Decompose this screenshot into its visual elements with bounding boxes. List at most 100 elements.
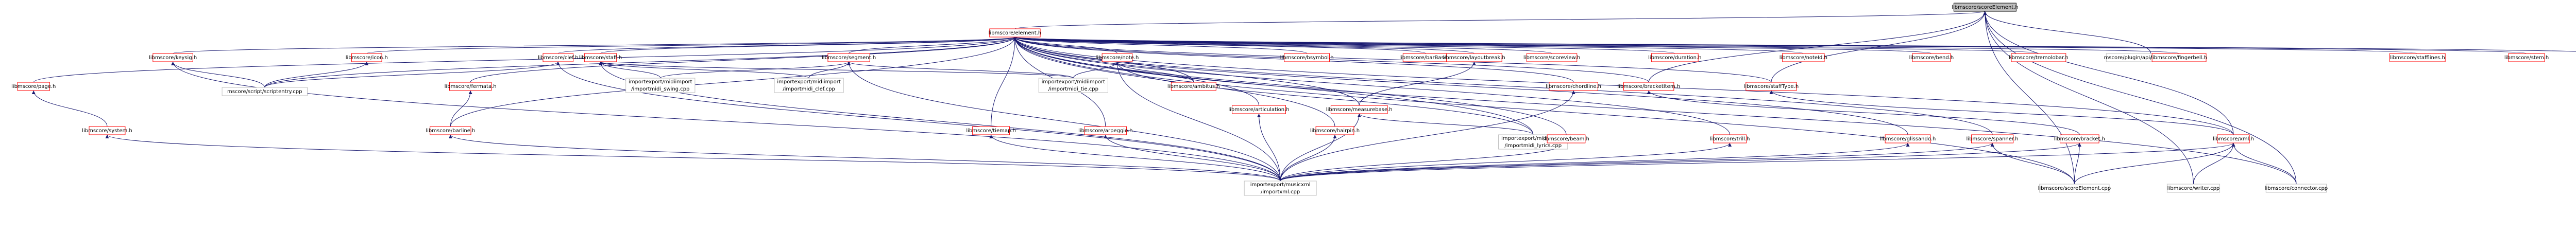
node-bracket[interactable]: libmscore/bracket.h	[2054, 134, 2105, 143]
node-importmidi-tie[interactable]: importexport/midiimport/importmidi_tie.c…	[1038, 78, 1108, 93]
node-label: /importmidi_lyrics.cpp	[1504, 143, 1562, 149]
node-stafftype[interactable]: libmscore/staffType.h	[1744, 82, 1799, 91]
edge-importxml-to-keysig	[171, 61, 1281, 182]
node-keysig[interactable]: libmscore/keysig.h	[149, 53, 197, 62]
node-fingerbell[interactable]: libmscore/fingerbell.h	[2151, 53, 2207, 62]
node-label: libmscore/system.h	[82, 128, 132, 134]
edge-system-to-page	[31, 90, 108, 127]
node-icon[interactable]: libmscore/icon.h	[346, 53, 388, 62]
node-bsymbol[interactable]: libmscore/bsymbol.h	[1280, 53, 1334, 62]
node-bend[interactable]: libmscore/bend.h	[1909, 53, 1954, 62]
edge-fermata-to-element	[470, 37, 1017, 83]
node-ambitus[interactable]: libmscore/ambitus.h	[1167, 82, 1220, 91]
node-fermata[interactable]: libmscore/fermata.h	[445, 82, 497, 91]
node-tremolobar[interactable]: libmscore/tremolobar.h	[2009, 53, 2069, 62]
node-duration[interactable]: libmscore/duration.h	[1648, 53, 1702, 62]
node-tiemap[interactable]: libmscore/tiemap.h	[966, 126, 1016, 135]
node-scoreview[interactable]: libmscore/scoreview.h	[1523, 53, 1580, 62]
node-box	[1038, 78, 1108, 93]
node-noteid[interactable]: libmscore/noteId.h	[1780, 53, 1827, 62]
node-label: libmscore/scoreElement.h	[1952, 5, 2019, 10]
node-glissando[interactable]: libmscore/glissando.h	[1880, 134, 1936, 143]
file-nodes: libmscore/scoreElement.h libmscore/elemen…	[11, 3, 2549, 196]
node-label: libmscore/bracketItem.h	[1617, 84, 1680, 89]
node-box	[152, 53, 193, 62]
node-articulation[interactable]: libmscore/articulation.h	[1228, 105, 1290, 114]
node-box	[2265, 184, 2327, 193]
edge-importxml-to-glissando	[1280, 142, 1910, 182]
node-label: importexport/midiimport	[629, 79, 692, 85]
node-hairpin[interactable]: libmscore/hairpin.h	[1310, 126, 1360, 135]
node-box	[1549, 82, 1598, 91]
node-measurebase[interactable]: libmscore/measurebase.h	[1326, 105, 1393, 114]
node-clef[interactable]: libmscore/clef.h	[538, 53, 579, 62]
node-box	[1244, 181, 1317, 196]
node-box	[2039, 184, 2110, 193]
node-bracketitem[interactable]: libmscore/bracketItem.h	[1617, 82, 1680, 91]
node-chordline[interactable]: libmscore/chordline.h	[1546, 82, 1601, 91]
node-label: libmscore/ambitus.h	[1167, 84, 1220, 89]
node-box	[1284, 53, 1330, 62]
node-label: libmscore/beam.h	[1543, 136, 1589, 142]
node-stem[interactable]: libmscore/stem.h	[2504, 53, 2549, 62]
edge-stafftype-to-root	[1771, 11, 1987, 83]
node-spanner[interactable]: libmscore/spanner.h	[1967, 134, 2019, 143]
node-box	[2059, 134, 2099, 143]
node-label: libmscore/articulation.h	[1228, 107, 1289, 113]
node-system[interactable]: libmscore/system.h	[82, 126, 132, 135]
edge-icon-to-element	[366, 37, 1016, 54]
node-mscore-scriptentry[interactable]: mscore/script/scriptentry.cpp	[222, 87, 308, 96]
edge-importxml-to-bracket	[1280, 142, 2081, 182]
edge-ptrscore-to-root	[1983, 11, 2151, 54]
edge-importxml-to-system	[105, 134, 1281, 182]
node-label: libmscore/stem.h	[2504, 55, 2549, 61]
node-note[interactable]: libmscore/note.h	[1095, 53, 1139, 62]
node-importmidi-swing[interactable]: importexport/midiimport/importmidi_swing…	[625, 78, 696, 93]
edge-noteid-to-element	[1013, 37, 1804, 54]
node-importxml[interactable]: importexport/musicxml/importxml.cpp	[1244, 181, 1317, 196]
node-staff[interactable]: libmscore/staff.h	[579, 53, 622, 62]
node-arpeggio[interactable]: libmscore/arpeggio.h	[1078, 126, 1133, 135]
node-box	[2217, 134, 2250, 143]
edge-clef-to-element	[557, 37, 1017, 54]
node-box	[1547, 134, 1586, 143]
node-page[interactable]: libmscore/page.h	[11, 82, 56, 91]
node-box	[774, 78, 844, 93]
node-layoutbreak[interactable]: libmscore/layoutbreak.h	[1443, 53, 1505, 62]
node-box	[2389, 53, 2446, 62]
node-box	[2151, 53, 2207, 62]
node-root[interactable]: libmscore/scoreElement.h	[1952, 3, 2019, 12]
edge-mscore-scriptentry-to-icon	[264, 61, 369, 88]
node-box	[1651, 53, 1699, 62]
node-box	[89, 126, 126, 135]
node-importmidi-clef[interactable]: importexport/midiimport/importmidi_clef.…	[774, 78, 844, 93]
node-writer[interactable]: libmscore/writer.cpp	[2166, 184, 2221, 193]
node-element[interactable]: libmscore/element.h	[989, 28, 1042, 38]
node-label: libmscore/noteId.h	[1780, 55, 1827, 61]
node-xml[interactable]: libmscore/xml.h	[2213, 134, 2254, 143]
edge-connector-to-root	[1983, 11, 2297, 185]
node-box	[449, 82, 492, 91]
edge-importxml-to-chordline	[1280, 90, 1575, 182]
edge-bracket-to-bracketitem	[1647, 90, 2080, 135]
edge-importxml-to-tiemap	[989, 134, 1281, 182]
node-label: libmscore/spanner.h	[1967, 136, 2019, 142]
node-label: libmscore/layoutbreak.h	[1443, 55, 1505, 61]
node-box	[1315, 126, 1354, 135]
edge-importxml-to-xml	[1280, 142, 2235, 182]
node-label: /importxml.cpp	[1261, 189, 1300, 195]
edge-importmidi-tie-to-staff	[599, 61, 1074, 79]
edge-importxml-to-beam	[1280, 142, 1568, 182]
node-stafflines[interactable]: libmscore/stafflines.h	[2389, 53, 2446, 62]
node-barline[interactable]: libmscore/barline.h	[426, 126, 475, 135]
node-beam[interactable]: libmscore/beam.h	[1543, 134, 1589, 143]
node-label: importexport/midiimport	[1501, 136, 1565, 141]
node-label: libmscore/writer.cpp	[2167, 186, 2220, 191]
edge-keysig-to-element	[173, 37, 1016, 54]
node-segment[interactable]: libmscore/segment.h	[822, 53, 876, 62]
node-scoreelement-cpp[interactable]: libmscore/scoreElement.cpp	[2038, 184, 2111, 193]
node-trill[interactable]: libmscore/trill.h	[1710, 134, 1750, 143]
edge-connector-to-xml	[2231, 142, 2297, 185]
node-connector[interactable]: libmscore/connector.cpp	[2265, 184, 2328, 193]
